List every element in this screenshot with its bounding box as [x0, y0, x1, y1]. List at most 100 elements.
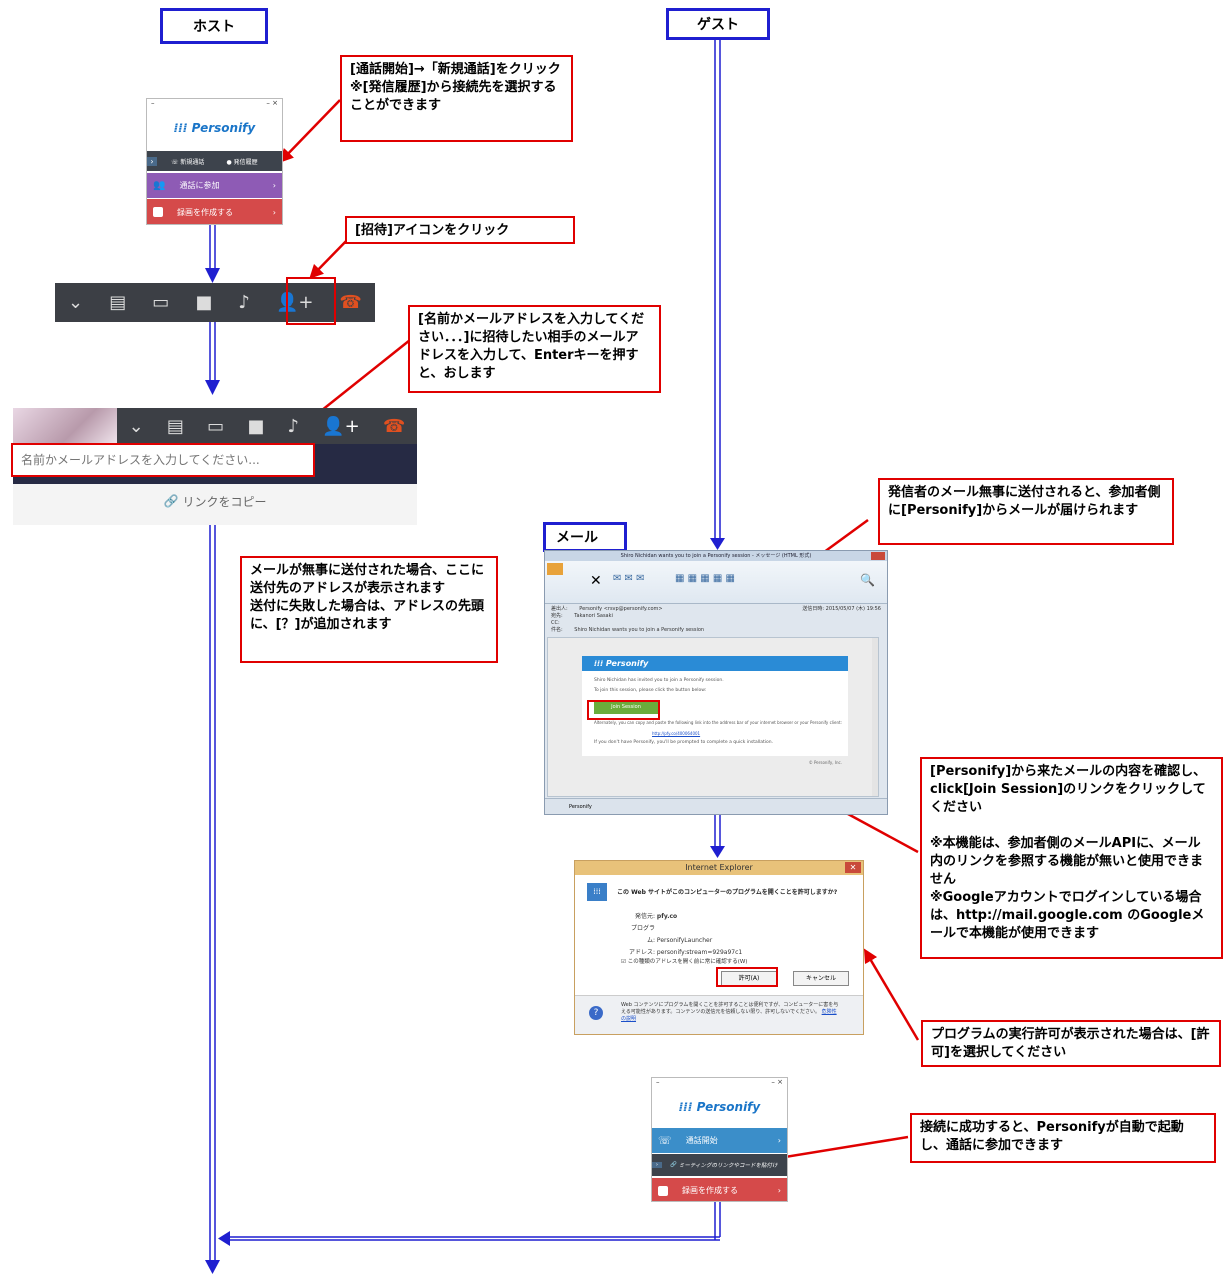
invite-email-input[interactable] [13, 444, 313, 476]
lane-guest: ゲスト [666, 8, 770, 40]
ie-dialog: Internet Explorer ✕ ⁞⁞⁞ この Web サイトがこのコンピ… [574, 860, 864, 1035]
tab-new-call[interactable]: ☏ 新規通話 [171, 158, 205, 166]
microphone-icon[interactable]: ♪ [287, 415, 300, 437]
people-icon: 👥 [153, 180, 166, 191]
chevron-right-icon: › [272, 181, 276, 190]
email-header: 差出人: Personify <rsvp@personify.com>送信日時:… [551, 606, 881, 633]
email-statusbar: Personify [545, 798, 887, 814]
allow-highlight [716, 967, 778, 987]
video-thumbnail [13, 408, 117, 444]
meeting-code-row[interactable]: › 🔗 ミーティングのリンクやコードを貼付け [652, 1154, 787, 1176]
ie-footer: ? Web コンテンツにプログラムを開くことを許可することは便利ですが、コンピュ… [575, 995, 863, 1034]
microphone-icon[interactable]: ♪ [238, 292, 250, 313]
callout-start-call: [通話開始]→「新規通話]をクリック ※[発信履歴]から接続先を選択することがで… [340, 55, 573, 142]
camera-icon[interactable]: ■ [247, 415, 265, 437]
start-call-row[interactable]: ☏ 通話開始 › [652, 1128, 787, 1153]
personify-logo: ⁞⁞⁞ Personify [678, 1100, 761, 1114]
email-line-4: If you don't have Personify, you'll be p… [594, 740, 774, 745]
join-call-row[interactable]: 👥 通話に参加 › [147, 173, 282, 198]
ie-question: この Web サイトがこのコンピューターのプログラムを開くことを許可しますか? [617, 889, 838, 896]
chevron-right-icon[interactable]: › [147, 156, 157, 166]
personify-mark-icon: ⁞⁞⁞ [594, 659, 606, 668]
email-link[interactable]: http://pfy.co/400064001 [652, 731, 701, 736]
callout-sent-status: メールが無事に送付された場合、ここに送付先のアドレスが表示されます 送付に失敗し… [240, 556, 498, 663]
callout-enter-email: [名前かメールアドレスを入力してください．．．]に招待したい相手のメールアドレス… [408, 305, 661, 393]
callout-connected: 接続に成功すると、Personifyが自動で起動し、通話に参加できます [910, 1113, 1216, 1163]
phone-icon: ☏ [658, 1134, 672, 1147]
callout-allow: プログラムの実行許可が表示された場合は、[許可]を選択してください [921, 1020, 1221, 1067]
link-icon: 🔗 [163, 494, 179, 508]
callout-mail-received: 発信者のメール無事に送付されると、参加者側に[Personify]からメールが届… [878, 478, 1174, 545]
help-icon: ? [589, 1006, 603, 1020]
chevron-down-icon[interactable]: ⌄ [68, 292, 84, 313]
email-footer: © Personify, Inc. [808, 760, 842, 765]
input-highlight [11, 443, 315, 477]
reply-icons[interactable]: ✉ ✉ ✉ [613, 573, 645, 584]
delete-icon[interactable]: ✕ [590, 573, 602, 589]
ribbon-tools[interactable]: ▦ ▦ ▦ ▦ ▦ [675, 573, 735, 584]
email-line-1: Shiro Nichidan has invited you to join a… [594, 678, 724, 683]
invite-icon[interactable]: 👤+ [275, 292, 314, 313]
email-ribbon: ✕ ✉ ✉ ✉ ▦ ▦ ▦ ▦ ▦ 🔍 [545, 561, 887, 604]
personify-window-host: – – × ⁞⁞⁞ Personify › ☏ 新規通話 ● 発信履歴 👥 通話… [146, 98, 283, 225]
checkbox-icon[interactable]: ☑ [621, 959, 626, 965]
window-controls[interactable]: – × [771, 1078, 783, 1086]
record-row[interactable]: 録画を作成する › [652, 1178, 787, 1201]
email-body: ⁞⁞⁞ Personify Shiro Nichidan has invited… [547, 637, 879, 797]
ie-details: 発信元: pfy.co プログラム: PersonifyLauncher アドレ… [628, 913, 743, 956]
cancel-button[interactable]: キャンセル [793, 971, 849, 986]
invite-panel: ⌄ ▤ ▭ ■ ♪ 👤+ ☎ 🔗リンクをコピー [13, 408, 417, 525]
join-button-highlight [587, 700, 660, 720]
join-session-button[interactable]: Join Session [594, 700, 658, 714]
chat-icon[interactable]: ▤ [166, 415, 184, 437]
screen-share-icon[interactable]: ▭ [207, 415, 225, 437]
invite-icon[interactable]: 👤+ [322, 415, 360, 437]
callout-invite-icon: [招待]アイコンをクリック [345, 216, 575, 244]
email-line-3: Alternately, you can copy and paste the … [594, 720, 842, 725]
zoom-icon[interactable]: 🔍 [860, 573, 875, 587]
chat-icon[interactable]: ▤ [109, 292, 127, 313]
personify-app-icon: ⁞⁞⁞ [587, 883, 607, 901]
hang-up-icon[interactable]: ☎ [339, 292, 362, 313]
minimize-icon[interactable]: – [656, 1078, 660, 1086]
ie-note: Web コンテンツにプログラムを開くことを許可することは便利ですが、コンピュータ… [621, 1002, 839, 1022]
personify-mark-icon: ⁞⁞⁞ [678, 1100, 697, 1114]
lane-mail: メール [543, 522, 627, 552]
chevron-right-icon: › [272, 207, 276, 217]
chevron-right-icon: › [777, 1136, 781, 1145]
copy-link-button[interactable]: 🔗リンクをコピー [163, 494, 267, 509]
record-icon [153, 207, 163, 217]
invite-highlight [286, 277, 336, 325]
email-window: Shiro Nichidan wants you to join a Perso… [544, 550, 888, 815]
call-toolbar: ⌄ ▤ ▭ ■ ♪ 👤+ ☎ [55, 283, 375, 322]
file-menu-button[interactable] [547, 563, 563, 575]
lane-host: ホスト [160, 8, 268, 44]
callout-join-session: [Personify]から来たメールの内容を確認し、click[Join Ses… [920, 757, 1223, 959]
ie-checkbox[interactable]: ☑ この種類のアドレスを開く前に常に確認する(W) [621, 959, 748, 965]
tab-history[interactable]: ● 発信履歴 [226, 158, 258, 166]
window-close-button[interactable] [871, 552, 885, 560]
close-icon[interactable]: ✕ [845, 862, 861, 873]
camera-icon[interactable]: ■ [195, 292, 213, 313]
chevron-down-icon[interactable]: ⌄ [128, 415, 144, 437]
scrollbar[interactable] [872, 638, 878, 796]
personify-mark-icon: ⁞⁞⁞ [173, 121, 192, 135]
tab-bar: › ☏ 新規通話 ● 発信履歴 [147, 151, 282, 171]
chevron-right-icon: › [652, 1162, 662, 1168]
ie-titlebar: Internet Explorer [575, 861, 863, 875]
hang-up-icon[interactable]: ☎ [382, 415, 406, 437]
email-banner: ⁞⁞⁞ Personify [582, 656, 848, 671]
risk-link[interactable]: 危険性の説明 [621, 1009, 837, 1022]
link-icon: 🔗 [670, 1162, 677, 1168]
window-controls[interactable]: – × [266, 99, 278, 107]
invite-toolbar: ⌄ ▤ ▭ ■ ♪ 👤+ ☎ [117, 408, 417, 444]
email-line-2: To join this session, please click the b… [594, 688, 707, 693]
record-icon [658, 1185, 668, 1196]
record-row[interactable]: 録画を作成する › [147, 199, 282, 224]
personify-window-guest: – – × ⁞⁞⁞ Personify ☏ 通話開始 › › 🔗 ミーティングの… [651, 1077, 788, 1202]
email-card: ⁞⁞⁞ Personify Shiro Nichidan has invited… [582, 656, 848, 756]
screen-share-icon[interactable]: ▭ [152, 292, 170, 313]
minimize-icon[interactable]: – [151, 99, 155, 107]
email-titlebar: Shiro Nichidan wants you to join a Perso… [545, 551, 887, 561]
chevron-right-icon: › [777, 1186, 781, 1195]
